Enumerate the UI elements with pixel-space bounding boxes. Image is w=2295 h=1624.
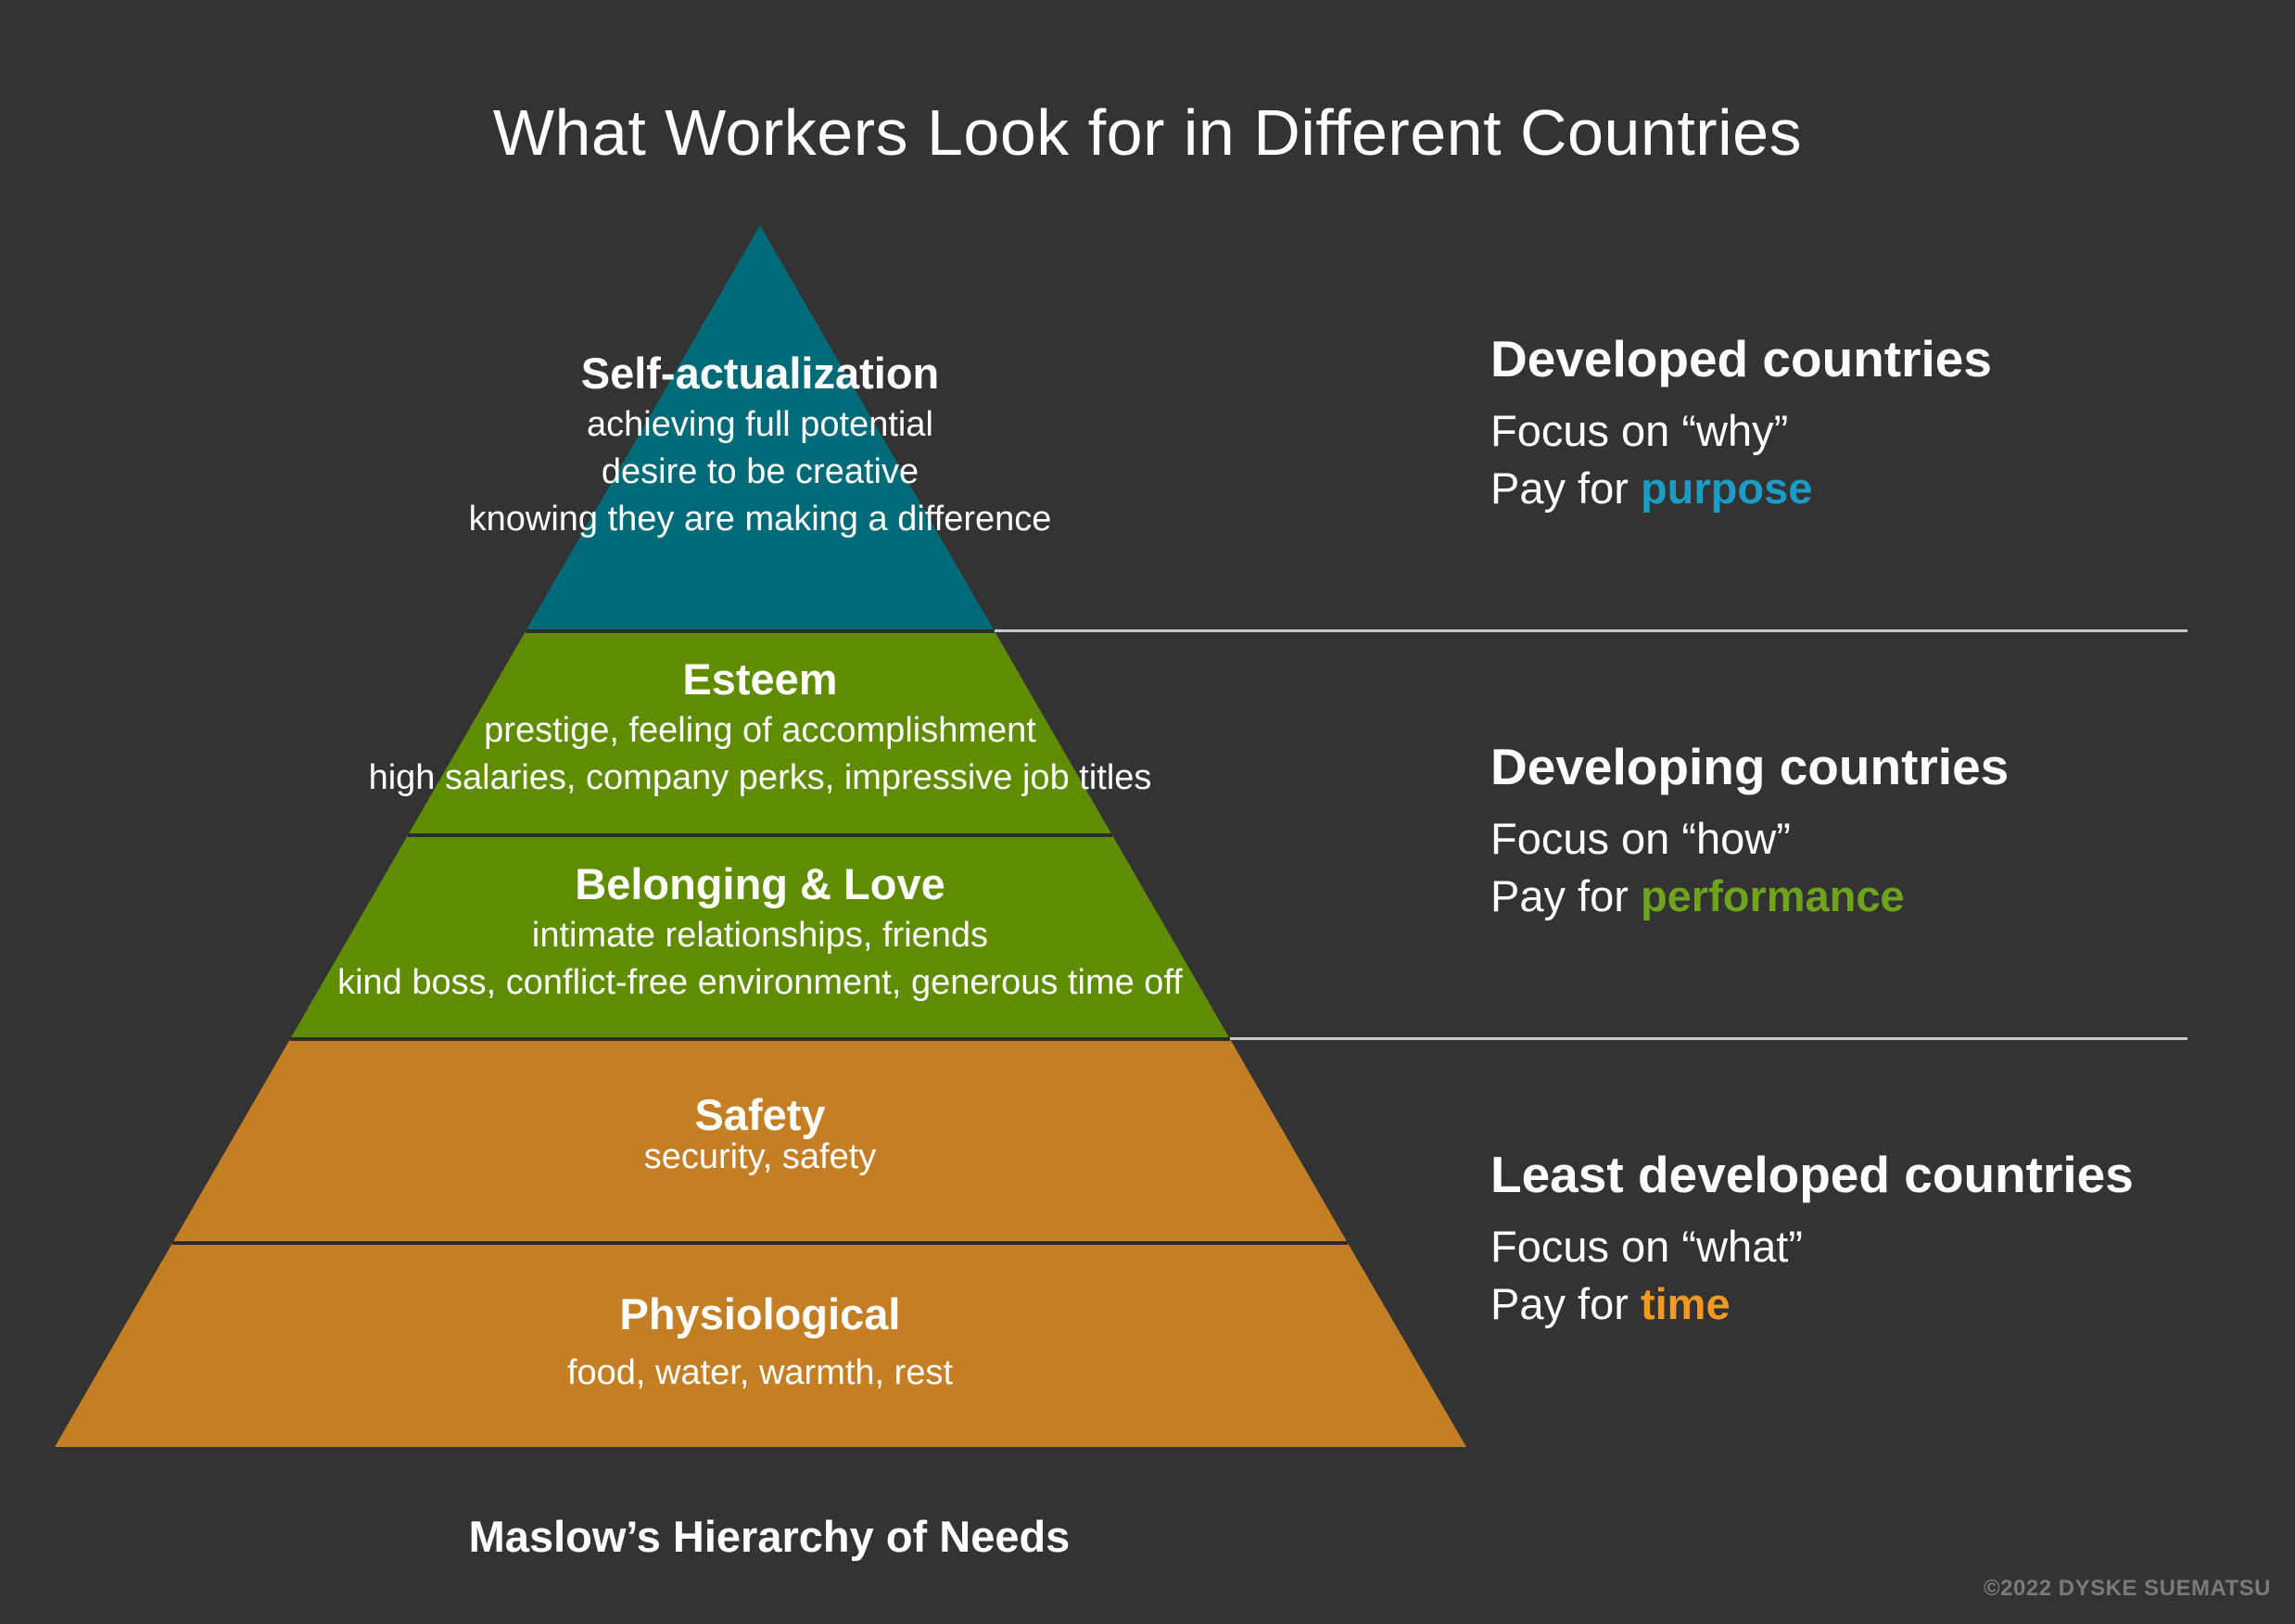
pyramid-caption: Maslow’s Hierarchy of Needs (468, 1512, 1071, 1561)
group-developed-countries: Developed countries Focus on “why” Pay f… (1490, 328, 2269, 517)
level-description: intimate relationships, friends (531, 916, 989, 955)
pyramid-level-belonging (290, 835, 1230, 1039)
group-pay: Pay for purpose (1490, 460, 2269, 517)
level-description: prestige, feeling of accomplishment (484, 711, 1036, 750)
level-description: desire to be creative (601, 452, 919, 491)
copyright-notice: ©2022 DYSKE SUEMATSU (1984, 1576, 2271, 1601)
group-pay: Pay for performance (1490, 868, 2269, 925)
level-label-esteem: Esteem prestige, feeling of accomplishme… (297, 653, 1224, 802)
pyramid-level-safety (172, 1039, 1348, 1243)
level-description: knowing they are making a difference (468, 500, 1052, 539)
level-description: kind boss, conflict-free environment, ge… (337, 963, 1183, 1002)
pay-prefix: Pay for (1490, 1279, 1641, 1328)
group-title: Least developed countries (1490, 1146, 2134, 1203)
group-title: Developing countries (1490, 738, 2010, 795)
level-name: Self-actualization (580, 349, 940, 398)
level-label-safety: Safety security, safety (297, 1089, 1224, 1181)
pay-prefix: Pay for (1490, 871, 1641, 920)
group-divider (995, 629, 2187, 632)
level-label-physiological: Physiological food, water, warmth, rest (297, 1288, 1224, 1397)
level-label-self-actualization: Self-actualization achieving full potent… (297, 348, 1224, 543)
level-name: Belonging & Love (575, 859, 945, 908)
pyramid-level-self-actualization (526, 225, 995, 631)
group-focus: Focus on “what” (1490, 1222, 1803, 1271)
pyramid-level-esteem (408, 631, 1112, 835)
page-title: What Workers Look for in Different Count… (492, 96, 1803, 169)
group-focus: Focus on “how” (1490, 814, 1791, 863)
pay-keyword: purpose (1640, 463, 1813, 513)
pyramid-level-physiological (55, 1243, 1466, 1447)
level-description: achieving full potential (587, 405, 933, 444)
pay-keyword: performance (1640, 871, 1905, 920)
group-focus: Focus on “why” (1490, 406, 1789, 455)
level-description: food, water, warmth, rest (566, 1353, 954, 1392)
group-title: Developed countries (1490, 330, 1992, 387)
group-least-developed-countries: Least developed countries Focus on “what… (1490, 1144, 2269, 1333)
pay-prefix: Pay for (1490, 463, 1641, 513)
level-name: Safety (694, 1090, 826, 1139)
group-pay: Pay for time (1490, 1275, 2269, 1333)
level-name: Esteem (682, 654, 838, 704)
level-name: Physiological (619, 1289, 901, 1339)
level-description: security, safety (643, 1137, 877, 1176)
group-divider (1230, 1037, 2187, 1040)
group-developing-countries: Developing countries Focus on “how” Pay … (1490, 736, 2269, 925)
level-label-belonging: Belonging & Love intimate relationships,… (297, 858, 1224, 1007)
pay-keyword: time (1640, 1279, 1731, 1328)
level-description: high salaries, company perks, impressive… (368, 758, 1152, 797)
